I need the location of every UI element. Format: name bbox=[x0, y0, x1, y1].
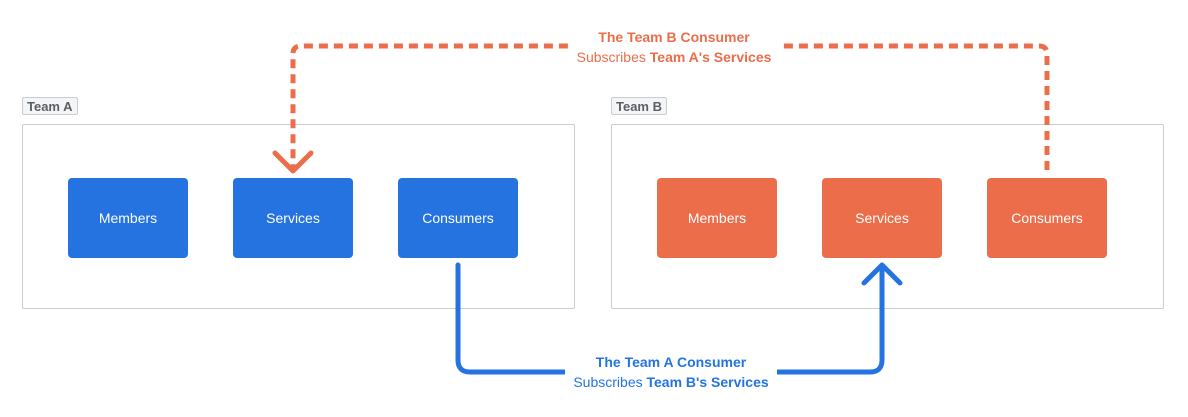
flow-b-to-a-description: Subscribes Team A's Services bbox=[574, 47, 774, 67]
team-b-members-node[interactable]: Members bbox=[657, 178, 777, 258]
flow-a-to-b-caption: The Team A Consumer Subscribes Team B's … bbox=[565, 352, 777, 392]
flow-a-to-b-arrowhead bbox=[861, 262, 903, 286]
flow-b-to-a-caption: The Team B Consumer Subscribes Team A's … bbox=[568, 27, 780, 67]
team-b-label: Team B bbox=[611, 97, 667, 115]
team-a-label: Team A bbox=[22, 97, 78, 115]
team-a-members-node[interactable]: Members bbox=[68, 178, 188, 258]
team-b-services-node[interactable]: Services bbox=[822, 178, 942, 258]
flow-b-to-a-title: The Team B Consumer bbox=[598, 29, 750, 45]
flow-b-to-a-verb: Subscribes bbox=[576, 49, 646, 65]
flow-b-to-a-arrowhead bbox=[272, 150, 314, 174]
team-a-consumers-node[interactable]: Consumers bbox=[398, 178, 518, 258]
flow-a-to-b-target: Team B's Services bbox=[646, 374, 769, 390]
flow-b-to-a-target: Team A's Services bbox=[649, 49, 772, 65]
team-a-services-node[interactable]: Services bbox=[233, 178, 353, 258]
flow-a-to-b-title: The Team A Consumer bbox=[595, 354, 747, 370]
flow-a-to-b-verb: Subscribes bbox=[573, 374, 643, 390]
flow-a-to-b-description: Subscribes Team B's Services bbox=[571, 372, 771, 392]
team-b-consumers-node[interactable]: Consumers bbox=[987, 178, 1107, 258]
